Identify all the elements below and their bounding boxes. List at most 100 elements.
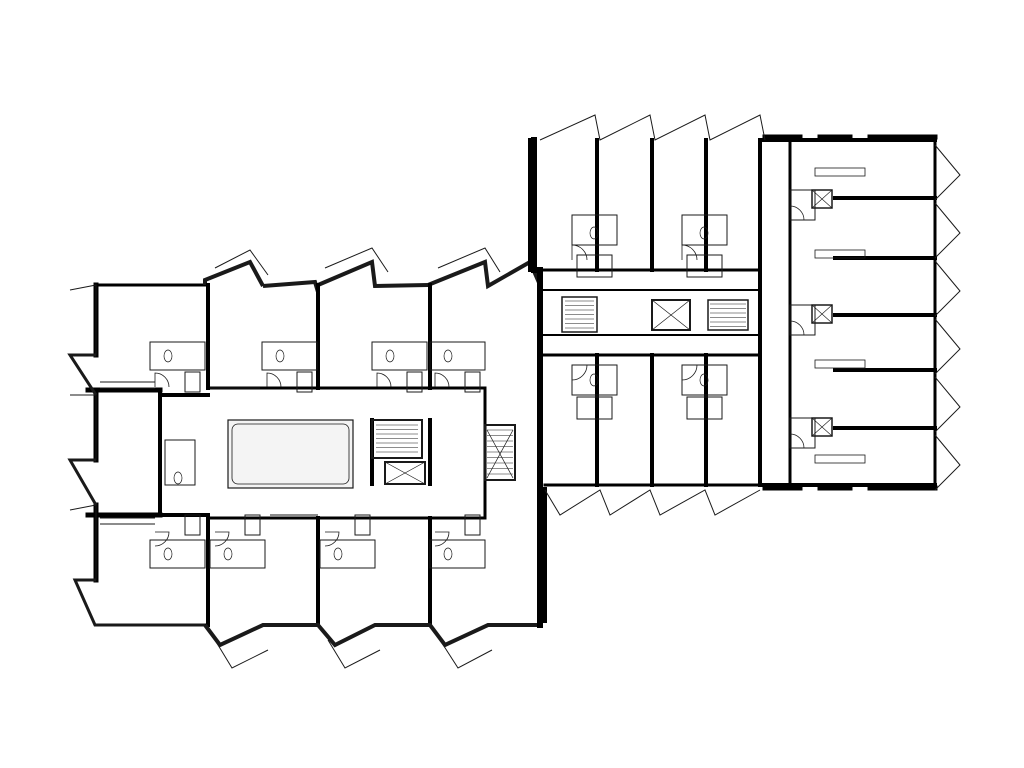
toilet-fixture bbox=[699, 226, 709, 240]
balcony-sawtooth-top bbox=[539, 114, 766, 141]
toilet-fixture bbox=[443, 349, 453, 363]
balcony-sawtooth-right bbox=[934, 318, 961, 375]
facade-zigzag bbox=[67, 458, 98, 506]
shower bbox=[354, 514, 371, 536]
toilet-fixture bbox=[589, 373, 599, 387]
shower bbox=[686, 396, 723, 420]
bathroom-pod bbox=[789, 189, 816, 221]
bathroom-door bbox=[571, 364, 588, 381]
balconies-layer bbox=[69, 114, 961, 669]
bathroom-pod bbox=[261, 341, 318, 371]
shower bbox=[576, 396, 613, 420]
facade-top bbox=[317, 259, 429, 289]
atrium-inner bbox=[231, 423, 350, 485]
stair-junction bbox=[484, 424, 516, 481]
toilet-fixture bbox=[333, 547, 343, 561]
bathroom-pod bbox=[789, 417, 816, 449]
balcony bbox=[327, 639, 381, 669]
facade-zigzag bbox=[67, 353, 98, 396]
toilet-fixture bbox=[699, 373, 709, 387]
shower bbox=[296, 371, 313, 393]
kitchen-counter bbox=[814, 167, 866, 177]
balcony-sawtooth-right bbox=[934, 260, 961, 317]
shower bbox=[686, 254, 723, 278]
bathroom-pod bbox=[319, 539, 376, 569]
toilet-fixture bbox=[443, 547, 453, 561]
lift-cross bbox=[384, 461, 426, 485]
facade-top bbox=[262, 279, 320, 293]
shaft bbox=[811, 417, 833, 437]
bathroom-door bbox=[376, 372, 392, 388]
lifts-layer bbox=[384, 189, 833, 485]
toilet-fixture bbox=[163, 547, 173, 561]
bathroom-pod bbox=[164, 439, 196, 486]
atrium-void bbox=[227, 419, 354, 489]
stair-right bbox=[561, 296, 598, 333]
toilet-fixture bbox=[173, 471, 183, 485]
shower bbox=[184, 371, 201, 393]
balcony-sawtooth-right bbox=[934, 144, 961, 201]
bathroom-pod bbox=[371, 341, 428, 371]
balcony bbox=[69, 284, 97, 356]
bathroom-fixtures-layer bbox=[149, 167, 866, 569]
shaft bbox=[811, 304, 833, 324]
shaft bbox=[811, 189, 833, 209]
kitchen-counter bbox=[814, 454, 866, 464]
balcony-sawtooth-bottom bbox=[544, 489, 761, 516]
stair-left bbox=[371, 419, 423, 459]
atrium-outline bbox=[227, 419, 354, 489]
bathroom-pod bbox=[681, 214, 728, 246]
shower bbox=[464, 371, 481, 393]
bathroom-pod bbox=[209, 539, 266, 569]
balcony bbox=[69, 504, 97, 581]
toilet-fixture bbox=[385, 349, 395, 363]
balcony bbox=[439, 639, 493, 669]
lift-right bbox=[651, 299, 691, 331]
bathroom-pod bbox=[429, 539, 486, 569]
balcony bbox=[437, 247, 501, 273]
bathroom-door bbox=[681, 364, 698, 381]
bathroom-door bbox=[324, 531, 340, 547]
bathroom-door bbox=[434, 372, 450, 388]
balcony-sawtooth-right bbox=[934, 434, 961, 491]
walls-layer bbox=[67, 134, 938, 648]
balcony bbox=[324, 247, 389, 273]
balcony bbox=[214, 249, 269, 276]
bathroom-pod bbox=[149, 341, 206, 371]
balcony-sawtooth-right bbox=[934, 202, 961, 259]
bathroom-pod bbox=[681, 364, 728, 396]
bathroom-door bbox=[789, 320, 805, 336]
shower bbox=[464, 514, 481, 536]
bathroom-door bbox=[266, 372, 282, 388]
balcony-sawtooth-right bbox=[934, 376, 961, 433]
facade-top bbox=[203, 259, 265, 287]
stairs-layer bbox=[371, 296, 749, 481]
stair-cross bbox=[486, 429, 514, 479]
lift-left bbox=[384, 461, 426, 485]
kitchen-counter bbox=[814, 359, 866, 369]
balcony bbox=[214, 639, 269, 669]
balcony bbox=[70, 394, 97, 461]
kitchen-counter bbox=[814, 249, 866, 259]
bathroom-pod bbox=[571, 364, 618, 396]
bathroom-door bbox=[434, 531, 450, 547]
bathroom-door bbox=[571, 244, 588, 261]
toilet-fixture bbox=[223, 547, 233, 561]
facade-zigzag bbox=[72, 578, 205, 627]
bathroom-pod bbox=[571, 214, 618, 246]
shower bbox=[576, 254, 613, 278]
shower bbox=[244, 514, 261, 536]
bathroom-door bbox=[214, 531, 230, 547]
shower bbox=[406, 371, 423, 393]
toilet-fixture bbox=[589, 226, 599, 240]
toilet-fixture bbox=[275, 349, 285, 363]
bathroom-door bbox=[154, 372, 170, 388]
bathroom-door bbox=[154, 531, 170, 547]
stair-right-2 bbox=[707, 299, 749, 331]
lift-cross bbox=[651, 299, 691, 331]
toilet-fixture bbox=[163, 349, 173, 363]
bathroom-pod bbox=[429, 341, 486, 371]
bathroom-door bbox=[681, 244, 698, 261]
facade-bottom bbox=[203, 623, 540, 648]
